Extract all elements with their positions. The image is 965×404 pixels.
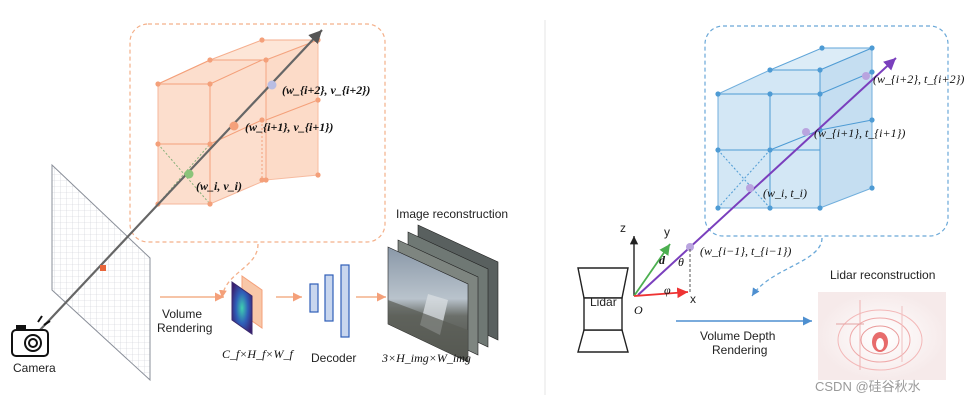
image-plane (51, 163, 151, 382)
blue-voxel-grid (717, 47, 873, 209)
sample-point-i1 (229, 121, 239, 131)
reconstructed-image-stack (387, 224, 499, 363)
blue-dashed-frame (704, 25, 949, 237)
feature-dims: C_f×H_f×W_f (222, 347, 295, 361)
phi-label: φ (664, 283, 671, 297)
decoder-label: Decoder (311, 351, 356, 365)
watermark: CSDN @硅谷秋水 (815, 379, 921, 394)
lidar-sample-i2 (862, 72, 870, 80)
blue-dashed-connector (751, 237, 823, 297)
volume-depth-label-1: Volume Depth (700, 329, 775, 343)
orange-dashed-frame (129, 23, 386, 243)
right-panel: (w_{i+2}, t_{i+2}) (w_{i+1}, t_{i+1}) (w… (577, 25, 964, 380)
camera-label: Camera (13, 361, 56, 375)
volume-rendering-label-1: Volume (162, 307, 202, 321)
decoder-blocks (309, 264, 350, 338)
camera-ray (39, 29, 323, 331)
orange-dashed-connector (219, 243, 259, 299)
x-axis (633, 287, 689, 299)
theta-label: θ (678, 255, 684, 269)
image-reconstruction-label: Image reconstruction (396, 207, 508, 221)
origin-label: O (634, 303, 643, 317)
sample-point-i2 (267, 80, 277, 90)
lidar-sensor-icon (577, 267, 629, 353)
pixel-marker (100, 265, 106, 271)
lidar-ray (637, 57, 897, 296)
lidar-point-cloud (818, 292, 946, 380)
lidar-label: Lidar (590, 295, 617, 309)
direction-label: d (659, 253, 666, 267)
sample-label-left-1: (w_{i+1}, v_{i+1}) (245, 120, 333, 134)
y-axis (633, 243, 671, 297)
blue-voxel-nodes (715, 45, 875, 211)
sample-label-left-2: (w_{i+2}, v_{i+2}) (282, 83, 370, 97)
lidar-label-i2: (w_{i+2}, t_{i+2}) (873, 72, 964, 86)
lidar-label-i1: (w_{i+1}, t_{i+1}) (814, 126, 905, 140)
camera-icon (11, 315, 51, 357)
x-axis-label: x (690, 292, 696, 306)
y-axis-label: y (664, 225, 670, 239)
lidar-label-i-minus-1: (w_{i−1}, t_{i−1}) (700, 244, 791, 258)
lidar-label-i: (w_i, t_i) (763, 186, 807, 200)
volume-rendering-label-2: Rendering (157, 321, 212, 335)
lidar-sample-i1 (802, 128, 810, 136)
image-dims: 3×H_img×W_img (381, 351, 471, 365)
left-panel: (w_{i+2}, v_{i+2}) (w_{i+1}, v_{i+1}) (w… (11, 23, 508, 382)
z-axis-label: z (620, 221, 626, 235)
feature-maps (231, 275, 263, 335)
volume-depth-label-2: Rendering (712, 343, 767, 357)
lidar-reconstruction-label: Lidar reconstruction (830, 268, 935, 282)
lidar-sample-i-minus-1 (686, 243, 694, 251)
lidar-sample-i (746, 184, 754, 192)
sample-point-i (184, 169, 194, 179)
sample-label-left-0: (w_i, v_i) (196, 179, 242, 193)
